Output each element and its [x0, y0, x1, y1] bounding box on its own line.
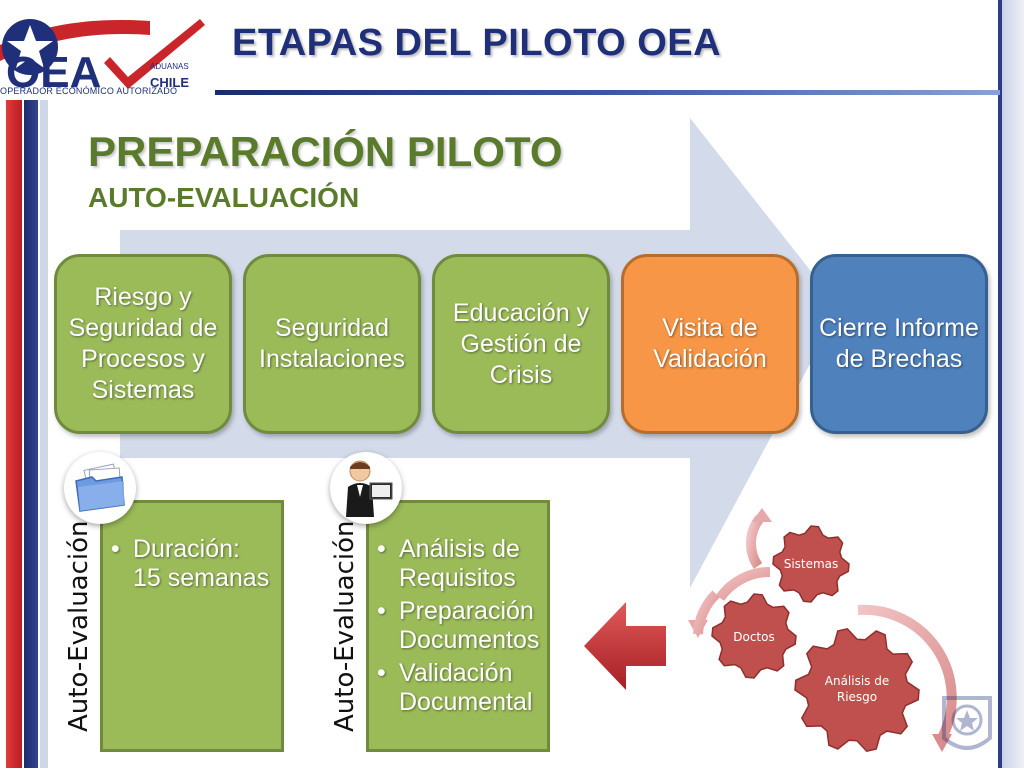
aduanas-chile-watermark: [938, 688, 996, 758]
stage-visita-validacion: Visita de Validación: [621, 254, 799, 434]
svg-text:OEA: OEA: [6, 48, 101, 97]
right-navy-line: [998, 0, 1002, 768]
presenter-icon: [330, 452, 402, 524]
panel-item: Preparación Documentos: [375, 597, 541, 655]
panel-side-label: Auto-Evaluación: [330, 520, 360, 732]
stage-cierre-informe: Cierre Informe de Brechas: [810, 254, 988, 434]
right-decor-band: [1002, 0, 1024, 768]
left-light-stripe: [40, 100, 48, 768]
folder-icon: [64, 452, 136, 524]
panel-item: Validación Documental: [375, 659, 541, 717]
page-title: ETAPAS DEL PILOTO OEA: [232, 22, 722, 64]
gear-analisis-riesgo-icon: [794, 627, 920, 753]
section-title: PREPARACIÓN PILOTO: [88, 128, 563, 175]
stage-label: Seguridad Instalaciones: [259, 314, 405, 373]
stage-label: Cierre Informe de Brechas: [819, 314, 979, 373]
left-navy-stripe: [24, 100, 38, 768]
section-subtitle: AUTO-EVALUACIÓN: [88, 182, 360, 213]
stage-seguridad-instalaciones: Seguridad Instalaciones: [243, 254, 421, 434]
panel-duracion: Duración: 15 semanas: [100, 500, 284, 752]
stage-educacion-crisis: Educación y Gestión de Crisis: [432, 254, 610, 434]
left-arrow-icon: [584, 600, 666, 692]
stage-label: Riesgo y Seguridad de Procesos y Sistema…: [68, 283, 218, 404]
panel-item: Duración: 15 semanas: [109, 535, 273, 593]
stage-label: Educación y Gestión de Crisis: [452, 298, 590, 389]
logo-aduanas-text: ADUANAS: [150, 62, 189, 71]
header-divider: [215, 90, 1000, 95]
panel-item: Análisis de Requisitos: [375, 535, 541, 593]
panel-analisis: Análisis de Requisitos Preparación Docum…: [366, 500, 550, 752]
gear-label-doctos: Doctos: [733, 630, 774, 644]
left-red-stripe: [6, 100, 22, 768]
panel-side-label: Auto-Evaluación: [64, 520, 94, 732]
gear-label-sistemas: Sistemas: [784, 557, 839, 571]
logo-chile-text: CHILE: [150, 75, 189, 90]
oea-logo: OEA ADUANAS CHILE: [0, 5, 215, 100]
gear-doctos-icon: [711, 593, 797, 679]
gear-sistemas-icon: [772, 525, 850, 603]
logo-subtitle: OPERADOR ECONÓMICO AUTORIZADO: [0, 86, 178, 96]
stage-riesgo-seguridad: Riesgo y Seguridad de Procesos y Sistema…: [54, 254, 232, 434]
stage-label: Visita de Validación: [653, 314, 767, 373]
